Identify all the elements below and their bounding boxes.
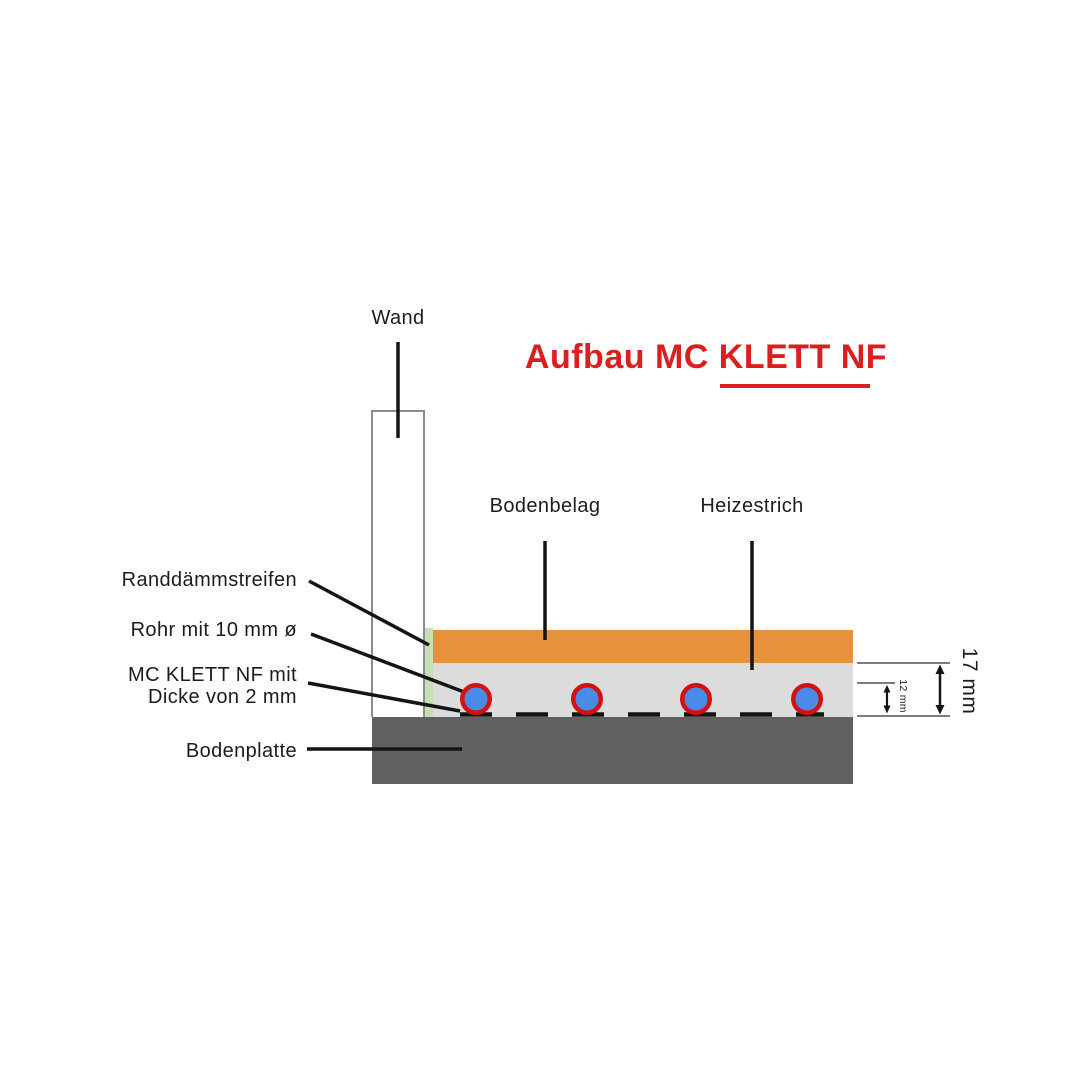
- klett-label: MC KLETT NF mit Dicke von 2 mm: [128, 664, 297, 708]
- dimension-label-17mm: 17 mm: [958, 647, 981, 715]
- edge-insulation-strip: [425, 628, 433, 717]
- dim-arrowhead-17mm-top: [935, 664, 945, 674]
- title-prefix: Aufbau MC: [524, 338, 719, 376]
- wall-label: Wand: [371, 307, 425, 329]
- title-underline: [720, 384, 870, 388]
- klett-label-line2: Dicke von 2 mm: [148, 686, 297, 708]
- floor-covering-layer: [433, 630, 853, 663]
- page-title: Aufbau MC KLETT NF: [525, 340, 887, 374]
- dim-arrowhead-17mm-bottom: [935, 705, 945, 715]
- klett-label-line1: MC KLETT NF mit: [128, 664, 297, 686]
- heating-screed-label: Heizestrich: [700, 495, 804, 517]
- title-product-name: KLETT NF: [718, 338, 888, 376]
- dim-arrowhead-12mm-top: [883, 685, 891, 693]
- floor-covering-label: Bodenbelag: [489, 495, 601, 517]
- dimension-label-12mm: 12 mm: [897, 679, 909, 713]
- base-plate-layer: [372, 717, 853, 784]
- edge-insulation-label: Randdämmstreifen: [121, 569, 297, 591]
- base-plate-label: Bodenplatte: [185, 740, 297, 762]
- pipe-label: Rohr mit 10 mm ø: [130, 619, 297, 641]
- wall-rect: [371, 410, 425, 717]
- heating-screed-layer: [433, 663, 853, 717]
- dim-arrowhead-12mm-bottom: [883, 705, 891, 714]
